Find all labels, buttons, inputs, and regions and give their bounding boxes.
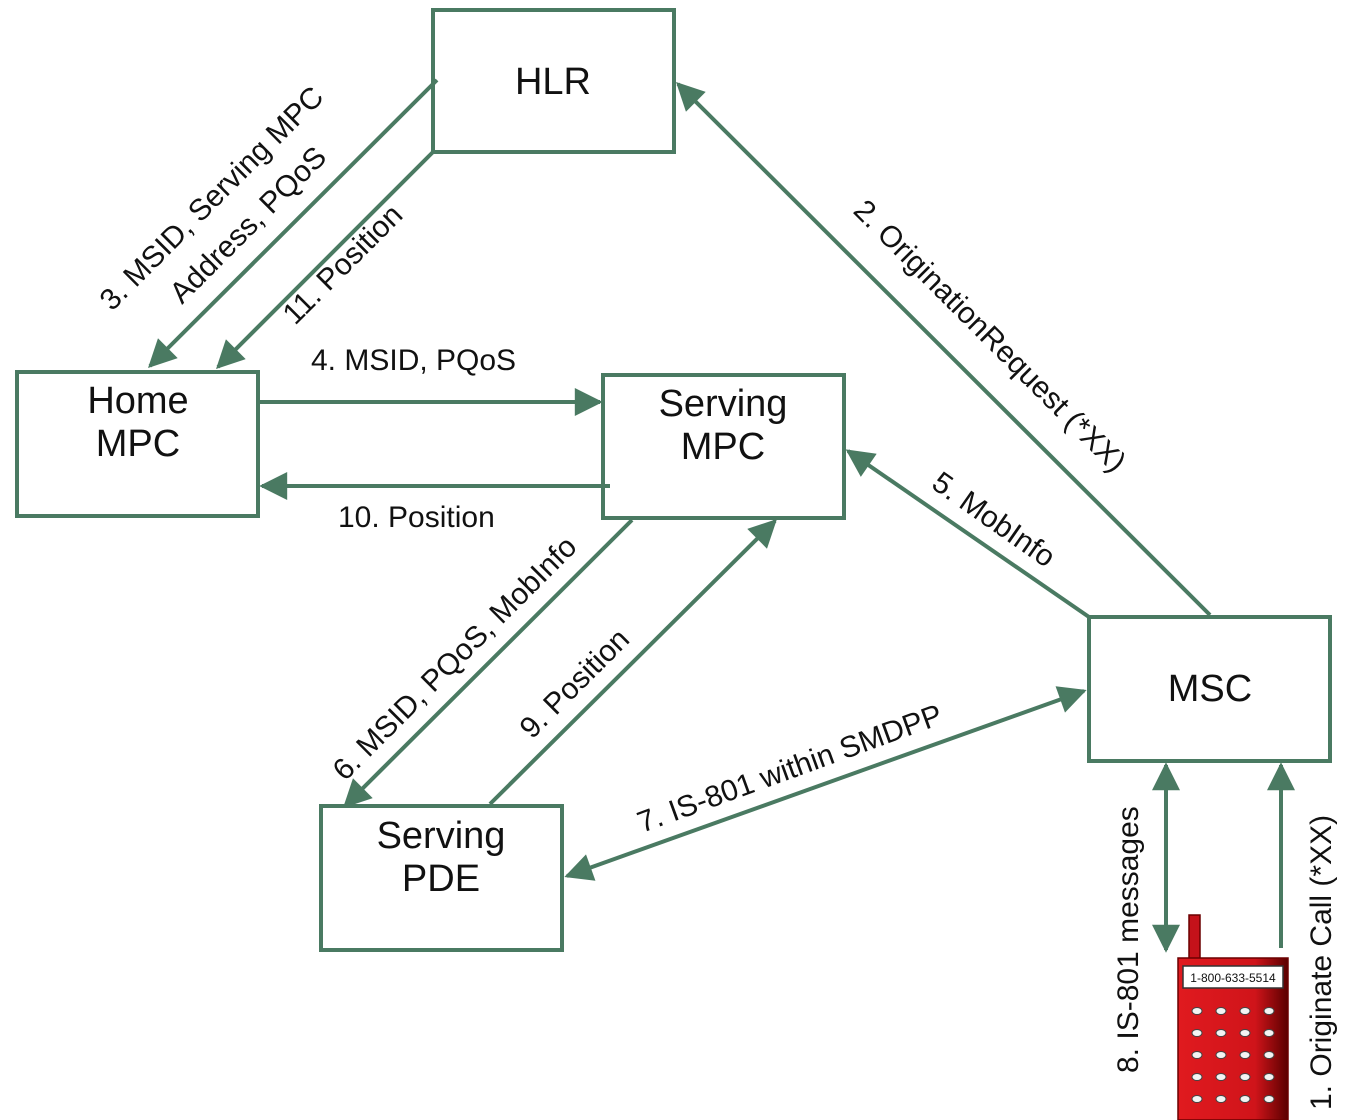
label-position-9: 9. Position xyxy=(514,623,636,745)
keypad-key xyxy=(1191,1051,1203,1059)
arrow-position-9 xyxy=(488,519,777,806)
hlr-label: HLR xyxy=(515,61,591,103)
keypad-key xyxy=(1191,1029,1203,1037)
home-mpc-label-line1: Home xyxy=(87,380,188,422)
phone-display xyxy=(1182,965,1284,989)
label-is801-messages: 8. IS-801 messages xyxy=(1112,806,1145,1073)
keypad-key xyxy=(1263,1007,1275,1015)
home-mpc-node: Home MPC xyxy=(15,370,260,518)
keypad-key xyxy=(1263,1073,1275,1081)
serving-pde-label-line2: PDE xyxy=(402,858,480,900)
mobile-phone-icon: 1-800-633-5514 xyxy=(1177,914,1289,1120)
keypad-key xyxy=(1215,1073,1227,1081)
label-is801-smdpp: 7. IS-801 within SMDPP xyxy=(633,699,947,840)
serving-pde-node: Serving PDE xyxy=(319,804,564,952)
serving-mpc-label-line2: MPC xyxy=(681,426,765,468)
keypad-key xyxy=(1239,1073,1251,1081)
arrow-is801-smdpp xyxy=(564,686,1087,881)
keypad-key xyxy=(1239,1007,1251,1015)
keypad-key xyxy=(1239,1029,1251,1037)
keypad-key xyxy=(1215,1051,1227,1059)
keypad-key xyxy=(1239,1051,1251,1059)
keypad-key xyxy=(1215,1095,1227,1103)
keypad-key xyxy=(1215,1007,1227,1015)
msc-node: MSC xyxy=(1087,615,1332,763)
arrow-origination-request xyxy=(676,82,1212,617)
keypad-key xyxy=(1191,1073,1203,1081)
label-position-10: 10. Position xyxy=(338,501,495,534)
msc-label: MSC xyxy=(1168,668,1252,710)
keypad-key xyxy=(1191,1095,1203,1103)
hlr-node: HLR xyxy=(431,8,676,154)
phone-keypad xyxy=(1191,1007,1275,1103)
label-originate-call: 1. Originate Call (*XX) xyxy=(1305,815,1338,1110)
keypad-key xyxy=(1239,1095,1251,1103)
keypad-key xyxy=(1263,1029,1275,1037)
label-origination-request: 2. OriginationRequest (*XX) xyxy=(847,194,1132,479)
serving-mpc-label-line1: Serving xyxy=(659,383,788,425)
serving-pde-label-line1: Serving xyxy=(377,815,506,857)
arrow-mobinfo xyxy=(845,449,1091,619)
arrow-msid-pqos-mobinfo xyxy=(343,518,634,808)
keypad-key xyxy=(1215,1029,1227,1037)
phone-number: 1-800-633-5514 xyxy=(1190,971,1276,985)
serving-mpc-node: Serving MPC xyxy=(601,373,846,520)
home-mpc-label-line2: MPC xyxy=(96,423,180,465)
keypad-key xyxy=(1263,1095,1275,1103)
keypad-key xyxy=(1263,1051,1275,1059)
arrow-msid-serving-mpc xyxy=(148,78,439,368)
keypad-key xyxy=(1191,1007,1203,1015)
label-msid-pqos: 4. MSID, PQoS xyxy=(311,344,516,377)
arrow-position-11 xyxy=(216,150,435,369)
